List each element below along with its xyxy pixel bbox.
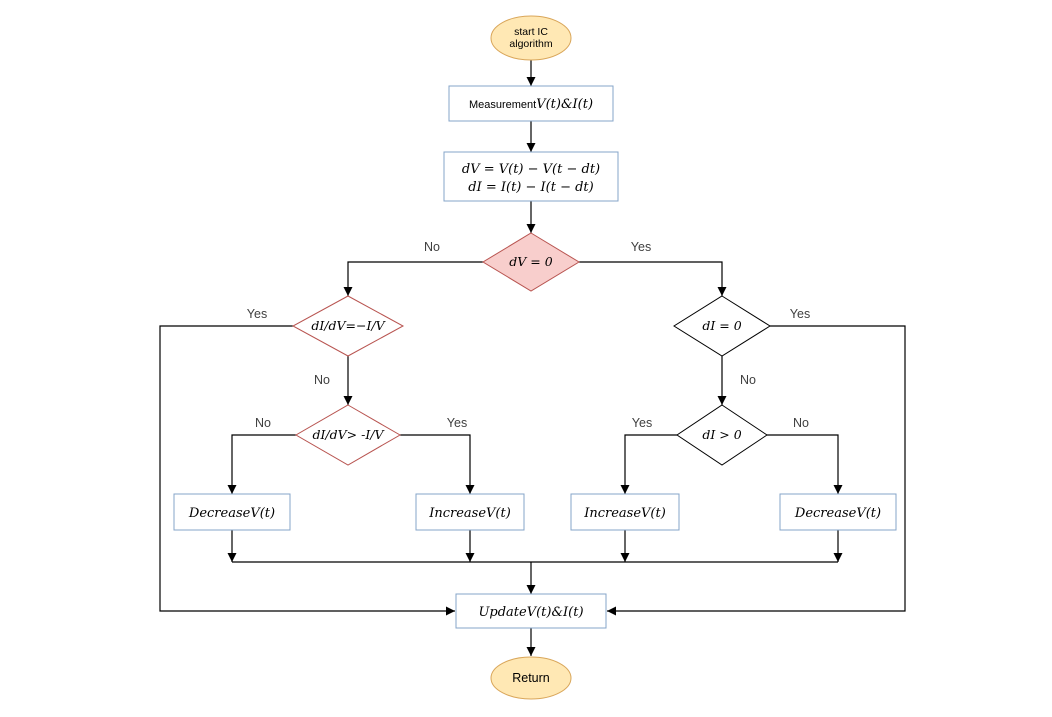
node-delta: dV = V(t) − V(t − dt) dI = I(t) − I(t − … bbox=[443, 151, 619, 202]
return-label: Return bbox=[512, 671, 550, 685]
edge-label-yes: Yes bbox=[632, 416, 652, 430]
di-gt-diamond bbox=[676, 404, 768, 466]
edges bbox=[159, 60, 906, 656]
node-start: start IC algorithm bbox=[490, 15, 572, 61]
decrease-right-label: DecreaseV(t) bbox=[794, 506, 881, 521]
return-ellipse bbox=[490, 656, 572, 700]
increase-right-rect bbox=[570, 493, 680, 531]
node-di-gt-decision: dI > 0 bbox=[676, 404, 768, 466]
edge-didv-eq-yes-to-update bbox=[159, 325, 455, 616]
increase-left-rect bbox=[415, 493, 525, 531]
didv-eq-diamond bbox=[291, 295, 405, 357]
node-return: Return bbox=[490, 656, 572, 700]
dv-zero-diamond bbox=[482, 232, 580, 292]
measurement-rect bbox=[448, 85, 614, 122]
decrease-left-rect bbox=[173, 493, 291, 531]
node-dv-zero-decision: dV = 0 bbox=[482, 232, 580, 292]
node-increase-left: IncreaseV(t) bbox=[415, 493, 525, 531]
node-increase-right: IncreaseV(t) bbox=[570, 493, 680, 531]
edge-dv-zero-yes bbox=[579, 261, 727, 296]
start-label-line1: start IC bbox=[514, 26, 548, 38]
edge-label-no: No bbox=[255, 416, 271, 430]
start-ellipse bbox=[490, 15, 572, 61]
update-label: UpdateV(t)&I(t) bbox=[478, 605, 583, 620]
edge-labels: No Yes Yes No No Yes Yes No Yes No bbox=[247, 240, 810, 430]
edge-label-no: No bbox=[793, 416, 809, 430]
node-didv-eq-decision: dI/dV=−I/V bbox=[291, 295, 405, 357]
edge-label-yes: Yes bbox=[631, 240, 651, 254]
edge-di-zero-yes-to-update bbox=[607, 325, 906, 616]
di-zero-label: dI = 0 bbox=[702, 318, 741, 333]
didv-eq-label: dI/dV=−I/V bbox=[311, 318, 386, 333]
dv-zero-label: dV = 0 bbox=[509, 254, 552, 269]
update-rect bbox=[455, 593, 607, 629]
didv-gt-label: dI/dV> -I/V bbox=[312, 427, 385, 442]
measurement-label: MeasurementV(t)&I(t) bbox=[469, 97, 593, 112]
edge-di-gt-no bbox=[767, 434, 843, 494]
di-zero-diamond bbox=[673, 295, 771, 357]
edge-didv-gt-no bbox=[227, 434, 296, 494]
delta-line2: dI = I(t) − I(t − dt) bbox=[468, 180, 593, 195]
node-decrease-left: DecreaseV(t) bbox=[173, 493, 291, 531]
didv-gt-diamond bbox=[294, 404, 402, 466]
increase-left-label: IncreaseV(t) bbox=[428, 506, 511, 521]
node-didv-gt-decision: dI/dV> -I/V bbox=[294, 404, 402, 466]
node-update: UpdateV(t)&I(t) bbox=[455, 593, 607, 629]
edge-label-yes: Yes bbox=[790, 307, 810, 321]
edge-label-no: No bbox=[314, 373, 330, 387]
start-label-line2: algorithm bbox=[509, 38, 552, 50]
nodes: start IC algorithm MeasurementV(t)&I(t) … bbox=[173, 15, 897, 700]
delta-line1: dV = V(t) − V(t − dt) bbox=[462, 162, 600, 177]
node-di-zero-decision: dI = 0 bbox=[673, 295, 771, 357]
edge-didv-gt-yes bbox=[400, 434, 475, 494]
node-measurement: MeasurementV(t)&I(t) bbox=[448, 85, 614, 122]
delta-rect bbox=[443, 151, 619, 202]
node-decrease-right: DecreaseV(t) bbox=[779, 493, 897, 531]
edge-dv-zero-no bbox=[343, 261, 483, 296]
decrease-right-rect bbox=[779, 493, 897, 531]
decrease-left-label: DecreaseV(t) bbox=[188, 506, 275, 521]
edge-label-no: No bbox=[424, 240, 440, 254]
edge-label-no: No bbox=[740, 373, 756, 387]
di-gt-label: dI > 0 bbox=[702, 427, 741, 442]
edge-di-gt-yes bbox=[620, 434, 677, 494]
edge-label-yes: Yes bbox=[247, 307, 267, 321]
increase-right-label: IncreaseV(t) bbox=[583, 506, 666, 521]
edge-label-yes: Yes bbox=[447, 416, 467, 430]
